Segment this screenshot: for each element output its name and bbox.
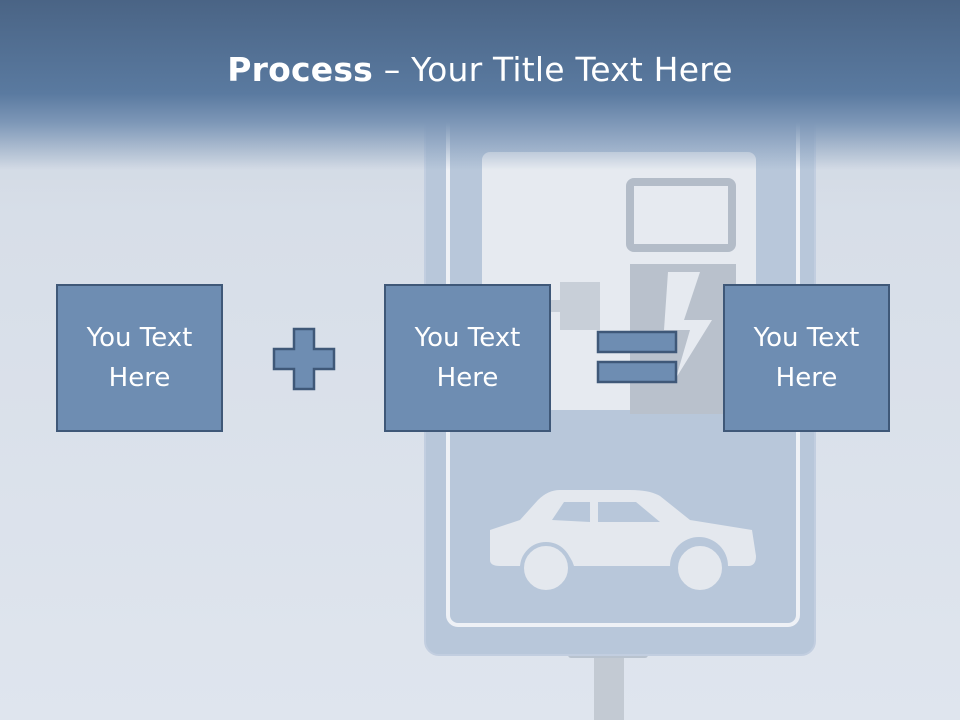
header-band bbox=[0, 0, 960, 170]
process-box-1-text: You Text Here bbox=[86, 323, 193, 393]
equals-icon bbox=[596, 330, 678, 384]
process-box-3-text: You Text Here bbox=[753, 323, 860, 393]
process-box-2[interactable]: You Text Here bbox=[384, 284, 551, 432]
title-rest: – Your Title Text Here bbox=[373, 50, 733, 89]
process-box-1[interactable]: You Text Here bbox=[56, 284, 223, 432]
slide-title: Process – Your Title Text Here bbox=[0, 50, 960, 89]
process-box-2-text: You Text Here bbox=[414, 323, 521, 393]
title-bold: Process bbox=[227, 50, 374, 89]
process-box-3[interactable]: You Text Here bbox=[723, 284, 890, 432]
plus-icon bbox=[272, 327, 336, 391]
